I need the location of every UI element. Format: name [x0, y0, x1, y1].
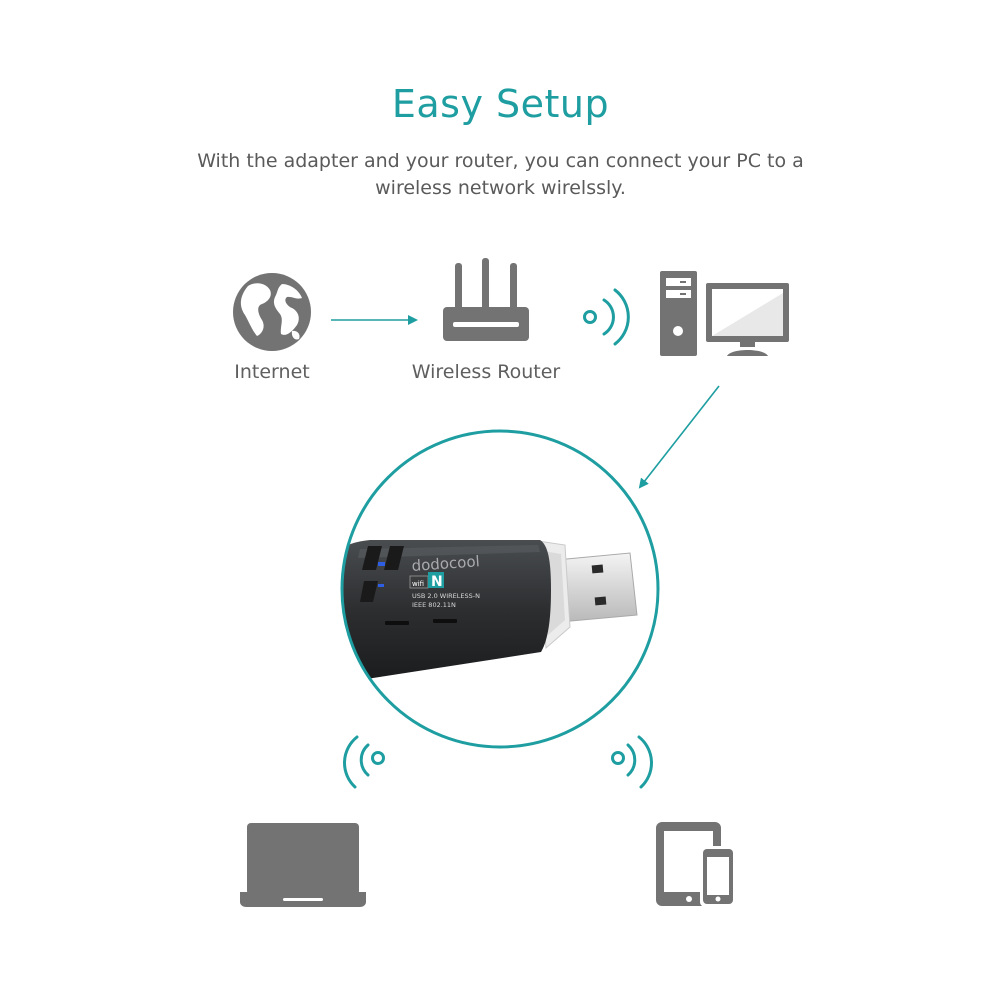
tablet-phone-icon: [656, 822, 736, 907]
wifi-signal-icon: [583, 288, 630, 346]
adapter-badge-letter: N: [431, 574, 443, 590]
arrow-pc-to-adapter: [638, 385, 720, 489]
adapter-brand: dodocool: [411, 552, 480, 575]
adapter-badge-prefix: wifi: [412, 580, 424, 588]
globe-icon: [233, 273, 311, 351]
router-icon: [443, 258, 529, 341]
wireless-router-label: Wireless Router: [411, 361, 561, 383]
usb-wifi-adapter: dodocool wifi N USB 2.0 WIRELESS-N IEEE …: [342, 540, 638, 680]
adapter-spec-line2: IEEE 802.11N: [412, 601, 456, 609]
page-subtitle: With the adapter and your router, you ca…: [197, 150, 804, 199]
laptop-icon: [240, 823, 366, 907]
adapter-circle: [340, 429, 660, 749]
tablet-wifi-signal-icon: [611, 735, 653, 789]
desktop-pc-icon: [660, 271, 789, 356]
internet-label: Internet: [234, 361, 310, 383]
adapter-spec-line1: USB 2.0 WIRELESS-N: [412, 592, 480, 600]
page-title: Easy Setup: [391, 82, 610, 126]
laptop-wifi-signal-icon: [343, 735, 385, 789]
